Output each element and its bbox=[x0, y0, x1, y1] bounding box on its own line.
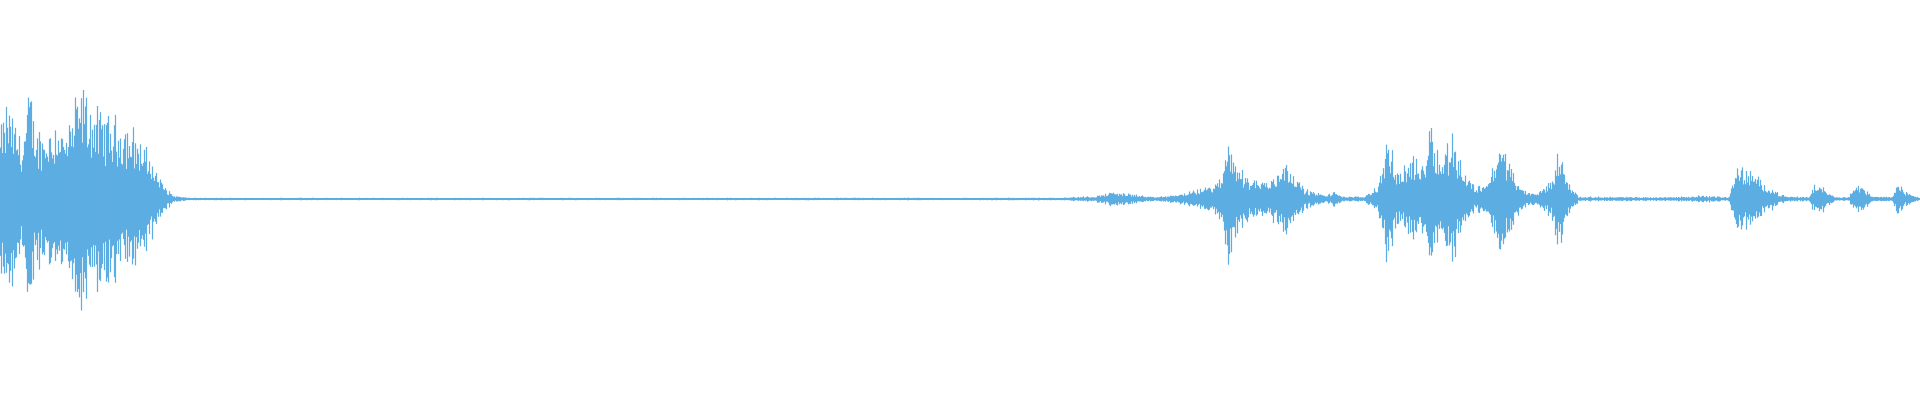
waveform-bars bbox=[0, 90, 1920, 311]
